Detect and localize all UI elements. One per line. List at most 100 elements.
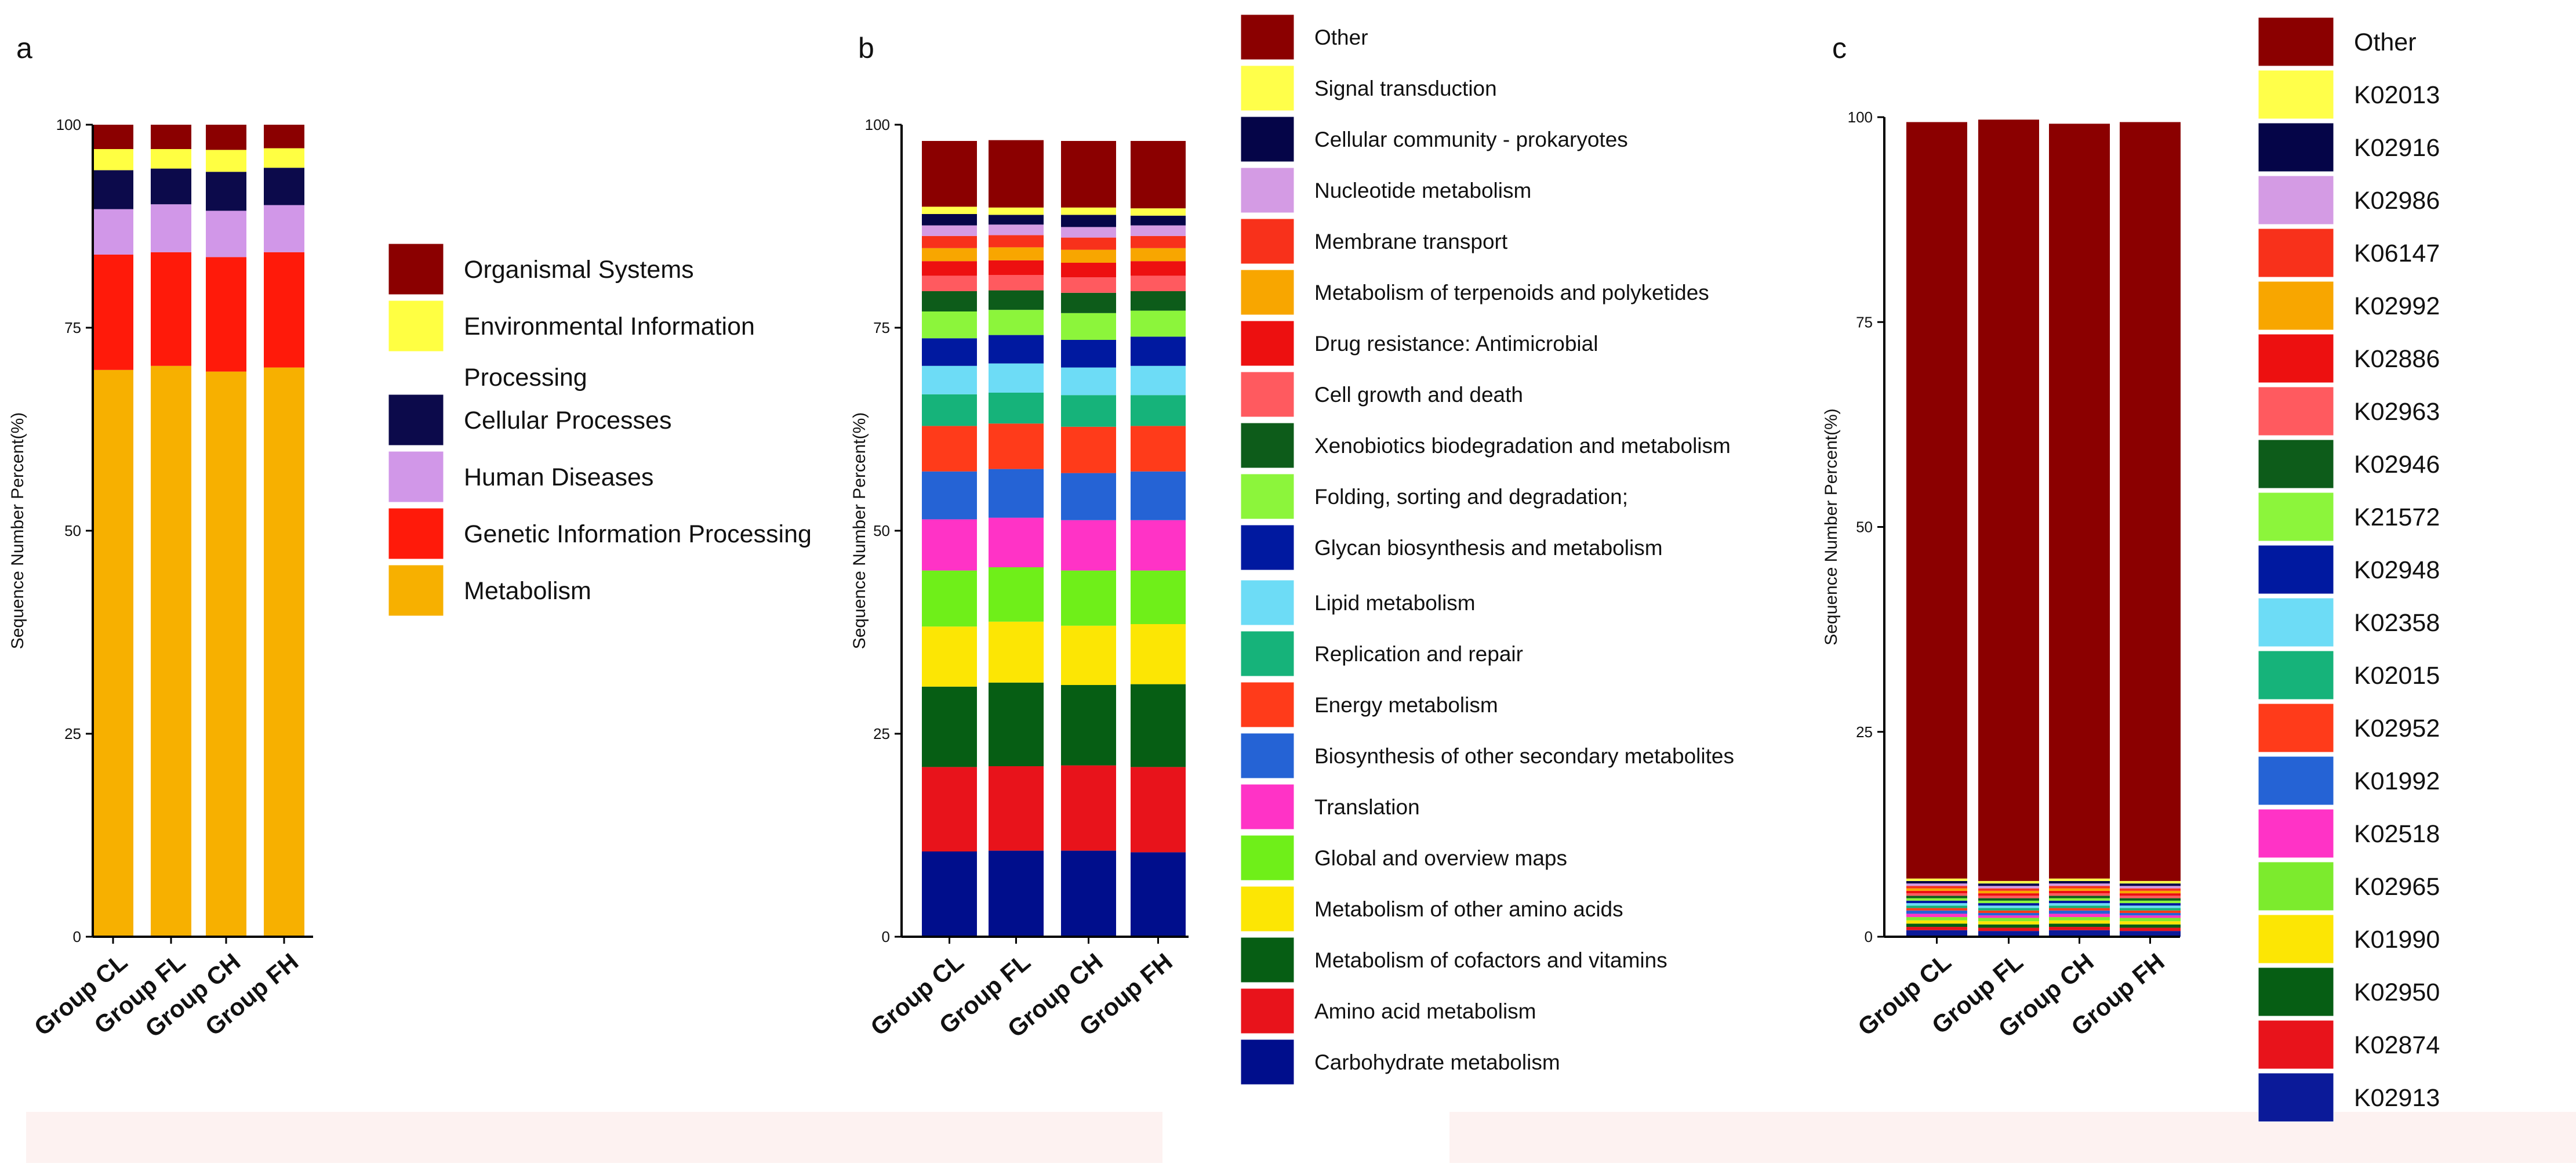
legend-label-cell-growth-and-death: Cell growth and death [1314, 383, 1523, 407]
bar-segment-group-ch-k02952 [2049, 908, 2110, 911]
bar-segment-group-fh-environmental-information-processing [264, 148, 304, 168]
bar-segment-group-cl-k06147 [1906, 886, 1967, 889]
bar-segment-group-cl-k01990 [1906, 920, 1967, 924]
bar-segment-group-ch-cellular-community-prokaryotes [1061, 215, 1116, 227]
bar-segment-group-fh-glycan-biosynthesis-and-metabolism [1131, 336, 1186, 366]
bar-segment-group-ch-k02946 [2049, 896, 2110, 898]
bar-segment-group-ch-k02965 [2049, 917, 2110, 920]
bar-segment-group-fl-amino-acid-metabolism [989, 766, 1044, 851]
bar-segment-group-fl-carbohydrate-metabolism [989, 850, 1044, 937]
bar-segment-group-cl-metabolism-of-terpenoids-and-polyketides [922, 248, 977, 262]
bar-segment-group-cl-k02946 [1906, 896, 1967, 898]
y-tick-label-75: 75 [873, 319, 890, 336]
legend-swatch-environmental-information-processing [388, 300, 444, 352]
legend-label-cellular-community-prokaryotes: Cellular community - prokaryotes [1314, 128, 1628, 151]
bar-segment-group-fl-k02992 [1978, 890, 2039, 894]
legend-label-lipid-metabolism: Lipid metabolism [1314, 591, 1476, 615]
legend-swatch-genetic-information-processing [388, 508, 444, 560]
y-tick-label-75: 75 [1856, 313, 1873, 331]
legend-label-k02946: K02946 [2354, 451, 2440, 479]
bar-segment-group-fh-k02015 [2120, 908, 2181, 911]
bar-segment-group-ch-k02916 [2049, 880, 2110, 884]
bar-segment-group-fl-k21572 [1978, 900, 2039, 904]
bar-segment-group-fh-k01990 [2120, 921, 2181, 925]
bar-segment-group-fh-global-and-overview-maps [1131, 570, 1186, 624]
bar-segment-group-fl-metabolism-of-terpenoids-and-polyketides [989, 247, 1044, 260]
legend-swatch-human-diseases [388, 451, 444, 503]
legend-label-k21572: K21572 [2354, 503, 2440, 531]
legend-swatch-k02874 [2258, 1020, 2334, 1070]
bar-segment-group-fh-metabolism-of-terpenoids-and-polyketides [1131, 248, 1186, 262]
bar-segment-group-fh-k02518 [2120, 915, 2181, 918]
bar-segment-group-fh-metabolism-of-other-amino-acids [1131, 624, 1186, 684]
bar-segment-group-ch-glycan-biosynthesis-and-metabolism [1061, 340, 1116, 368]
bar-segment-group-fl-nucleotide-metabolism [989, 224, 1044, 235]
bar-segment-group-cl-k02952 [1906, 908, 1967, 911]
bar-segment-group-cl-k02963 [1906, 893, 1967, 896]
bar-segment-group-fh-energy-metabolism [1131, 426, 1186, 472]
legend-swatch-xenobiotics-biodegradation-and-metabolism [1240, 422, 1295, 469]
bar-segment-group-ch-k02963 [2049, 893, 2110, 896]
y-tick-label-50: 50 [873, 522, 890, 539]
legend-swatch-k02992 [2258, 281, 2334, 331]
legend-swatch-cell-growth-and-death [1240, 371, 1295, 418]
bar-segment-group-ch-global-and-overview-maps [1061, 570, 1116, 626]
legend-swatch-other [1240, 14, 1295, 60]
bar-segment-group-cl-cell-growth-and-death [922, 276, 977, 291]
panel-letter-b: b [858, 32, 874, 64]
bar-segment-group-cl-k02013 [1906, 878, 1967, 881]
bar-segment-group-cl-k02948 [1906, 900, 1967, 904]
bar-segment-group-fl-k02518 [1978, 915, 2039, 918]
bar-segment-group-ch-folding-sorting-and-degradation [1061, 313, 1116, 340]
bar-segment-group-fl-organismal-systems [151, 125, 191, 149]
bar-segment-group-ch-environmental-information-processing [206, 150, 246, 172]
legend-label-k01990: K01990 [2354, 926, 2440, 954]
bar-segment-group-fl-k02986 [1978, 886, 2039, 889]
bar-segment-group-ch-k01990 [2049, 920, 2110, 924]
bar-segment-group-fl-k02916 [1978, 883, 2039, 886]
bar-segment-group-ch-k06147 [2049, 886, 2110, 889]
y-tick-label-100: 100 [56, 116, 81, 133]
bar-segment-group-fh-biosynthesis-of-other-secondary-metabolites [1131, 471, 1186, 520]
bar-segment-group-fl-drug-resistance-antimicrobial [989, 260, 1044, 275]
bar-segment-group-ch-genetic-information-processing [206, 257, 246, 372]
bar-segment-group-cl-environmental-information-processing [93, 149, 133, 171]
bar-segment-group-ch-k02950 [2049, 923, 2110, 927]
bar-segment-group-fh-membrane-transport [1131, 235, 1186, 248]
bar-segment-group-cl-cellular-processes [93, 170, 133, 209]
bar-segment-group-cl-lipid-metabolism [922, 365, 977, 394]
bar-segment-group-ch-k02886 [2049, 890, 2110, 894]
legend-label-translation: Translation [1314, 795, 1420, 819]
legend-swatch-cellular-community-prokaryotes [1240, 116, 1295, 162]
bar-segment-group-fh-k02886 [2120, 893, 2181, 896]
legend-label-k06147: K06147 [2354, 240, 2440, 267]
bar-segment-group-cl-nucleotide-metabolism [922, 225, 977, 236]
legend-label-k02963: K02963 [2354, 398, 2440, 426]
bar-segment-group-fh-k06147 [2120, 888, 2181, 891]
bar-segment-group-cl-glycan-biosynthesis-and-metabolism [922, 338, 977, 366]
bar-segment-group-fl-global-and-overview-maps [989, 567, 1044, 622]
bar-segment-group-cl-k02886 [1906, 890, 1967, 894]
bar-segment-group-fl-cellular-community-prokaryotes [989, 215, 1044, 225]
legend-swatch-metabolism-of-terpenoids-and-polyketides [1240, 269, 1295, 316]
bar-segment-group-fl-cellular-processes [151, 168, 191, 205]
y-tick-label-0: 0 [1865, 928, 1873, 945]
bar-segment-group-cl-metabolism-of-other-amino-acids [922, 626, 977, 687]
legend-swatch-k01990 [2258, 914, 2334, 964]
legend-swatch-k02952 [2258, 703, 2334, 753]
bar-segment-group-fh-k02913 [2120, 931, 2181, 937]
bar-segment-group-cl-cellular-community-prokaryotes [922, 214, 977, 226]
legend-label-nucleotide-metabolism: Nucleotide metabolism [1314, 179, 1531, 202]
bar-segment-group-cl-energy-metabolism [922, 426, 977, 472]
bar-segment-group-fh-k02948 [2120, 903, 2181, 906]
legend-label-metabolism-of-cofactors-and-vitamins: Metabolism of cofactors and vitamins [1314, 948, 1667, 972]
legend-swatch-k02913 [2258, 1072, 2334, 1122]
legend-label-metabolism: Metabolism [464, 577, 591, 605]
bar-segment-group-ch-membrane-transport [1061, 237, 1116, 250]
bar-segment-group-ch-metabolism [206, 371, 246, 937]
bar-segment-group-ch-translation [1061, 520, 1116, 571]
legend-label-k02874: K02874 [2354, 1031, 2440, 1059]
legend-label-k02913: K02913 [2354, 1084, 2440, 1112]
bar-segment-group-fh-organismal-systems [264, 125, 304, 148]
